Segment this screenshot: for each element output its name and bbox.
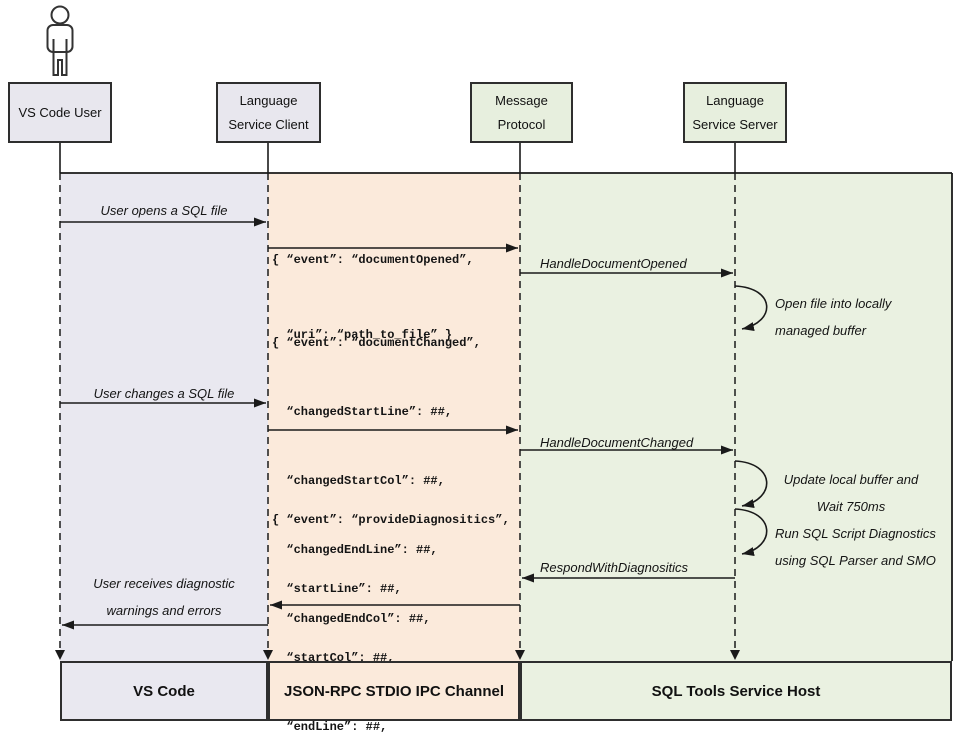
actor-label: Service Client <box>228 116 309 132</box>
label-handle-document-changed: HandleDocumentChanged <box>540 435 694 450</box>
label-respond-with-diagnostics: RespondWithDiagnositics <box>540 560 689 575</box>
json-document-opened: { “event”: “documentOpened”, “uri”: “pat… <box>272 253 474 342</box>
service-host-lane-background <box>520 173 952 661</box>
ipc-lane-background <box>268 173 520 661</box>
footer-label: JSON-RPC STDIO IPC Channel <box>283 682 505 700</box>
actor-box-language-service-server: Language Service Server <box>683 82 787 143</box>
actor-label: Language <box>239 92 298 108</box>
actor-label: VS Code User <box>18 104 102 120</box>
actor-label: Language <box>706 92 764 108</box>
label-user-opens-file: User opens a SQL file <box>100 203 228 218</box>
vscode-lane-background <box>60 173 268 661</box>
actor-connector-stubs <box>59 143 736 173</box>
footer-box-ipc-channel: JSON-RPC STDIO IPC Channel <box>268 661 520 721</box>
label-open-file-buffer: Open file into locally managed buffer <box>775 296 892 338</box>
label-user-changes-file: User changes a SQL file <box>93 386 235 401</box>
footer-label: SQL Tools Service Host <box>651 682 821 700</box>
user-actor-icon <box>46 5 74 76</box>
actor-box-vscode-user: VS Code User <box>8 82 112 143</box>
label-run-diagnostics: Run SQL Script Diagnostics using SQL Par… <box>775 526 936 568</box>
label-user-receives-diagnostics: User receives diagnostic warnings and er… <box>93 576 235 618</box>
actor-label: Service Server <box>692 116 778 132</box>
actor-label: Protocol <box>497 116 546 132</box>
actor-box-message-protocol: Message Protocol <box>470 82 573 143</box>
actor-box-language-service-client: Language Service Client <box>216 82 321 143</box>
label-update-buffer-wait: Update local buffer and Wait 750ms <box>783 472 919 514</box>
actor-label: Message <box>495 92 548 108</box>
footer-label: VS Code <box>133 682 195 700</box>
footer-box-service-host: SQL Tools Service Host <box>520 661 952 721</box>
label-handle-document-opened: HandleDocumentOpened <box>540 256 687 271</box>
footer-box-vscode: VS Code <box>60 661 268 721</box>
